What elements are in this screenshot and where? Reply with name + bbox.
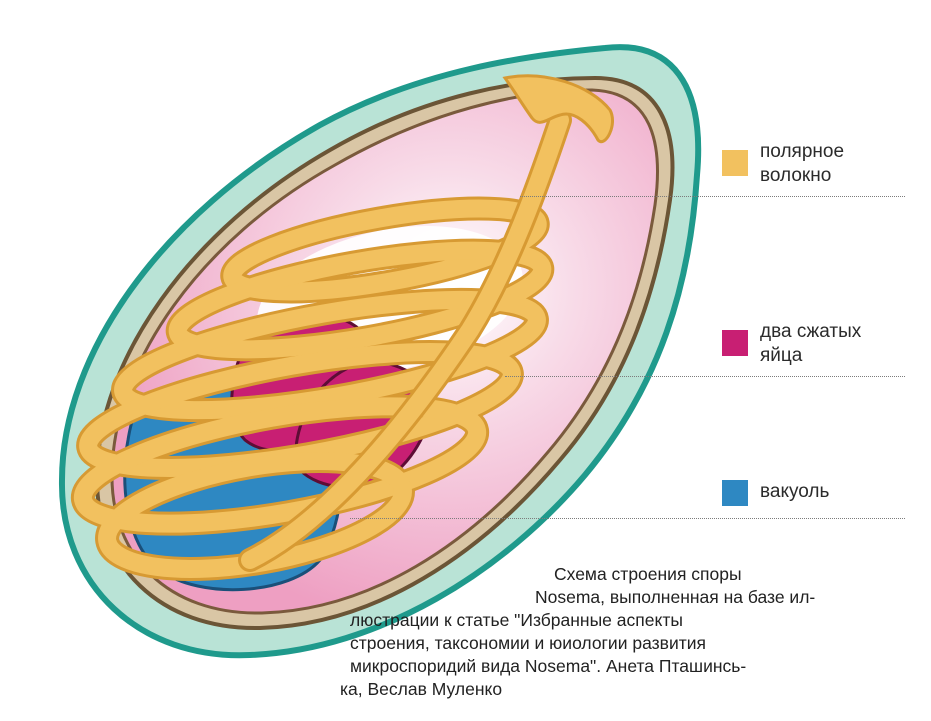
- legend-line-vacuole: [350, 518, 905, 519]
- figure-caption: Схема строения споры Nosema, выполненная…: [340, 563, 900, 701]
- polar-filament-coils-fill: [73, 199, 552, 578]
- legend-line-nuclei: [505, 376, 905, 377]
- caption-line: люстрации к статье "Избранные аспекты: [350, 610, 683, 630]
- polar-filament-tube-fill: [241, 111, 569, 569]
- caption-line: строения, таксономии и юиологии развития: [350, 633, 706, 653]
- vacuole-swatch-icon: [722, 480, 748, 506]
- legend-label-vacuole: вакуоль: [760, 481, 830, 502]
- legend-label-polar-filament: полярное волокно: [760, 141, 845, 186]
- legend-label-nuclei: два сжатых яйца: [760, 321, 862, 366]
- caption-line: ка, Веслав Муленко: [340, 679, 503, 699]
- caption-line: Nosema, выполненная на базе ил-: [535, 587, 816, 607]
- anchoring-disc: [502, 74, 614, 144]
- legend-line-polar-filament: [520, 196, 905, 197]
- caption-line: микроспоридий вида Nosema". Анета Пташин…: [350, 656, 747, 676]
- caption-line: Схема строения споры: [554, 564, 742, 584]
- nuclei-swatch-icon: [722, 330, 748, 356]
- polar-filament-swatch-icon: [722, 150, 748, 176]
